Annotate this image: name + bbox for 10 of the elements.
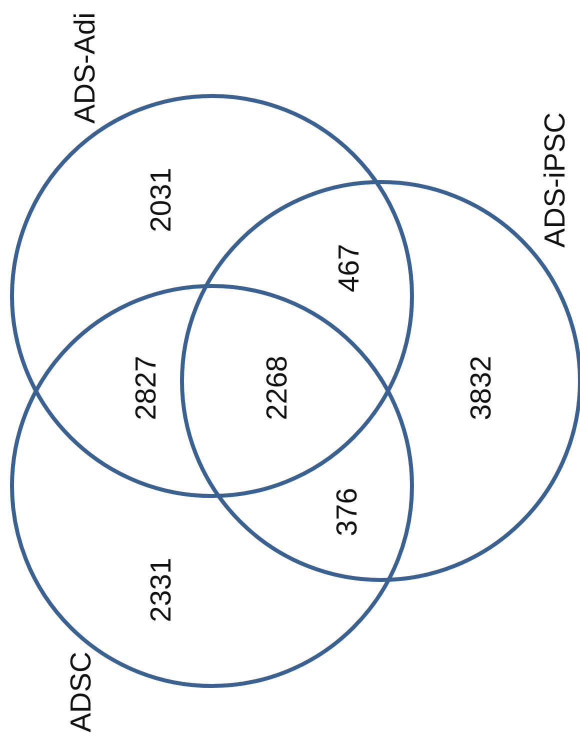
region-count: 2268 (264, 356, 292, 420)
region-count: 467 (336, 244, 364, 292)
region-count: 2031 (148, 168, 176, 232)
region-count: 2331 (148, 558, 176, 622)
region-count: 3832 (468, 356, 496, 420)
region-count: 2827 (132, 356, 162, 420)
set-label: ADSC (68, 652, 96, 732)
set-label: ADS-Adi (72, 12, 100, 124)
region-count: 376 (334, 488, 362, 536)
set-label: ADS-iPSC (542, 112, 570, 248)
